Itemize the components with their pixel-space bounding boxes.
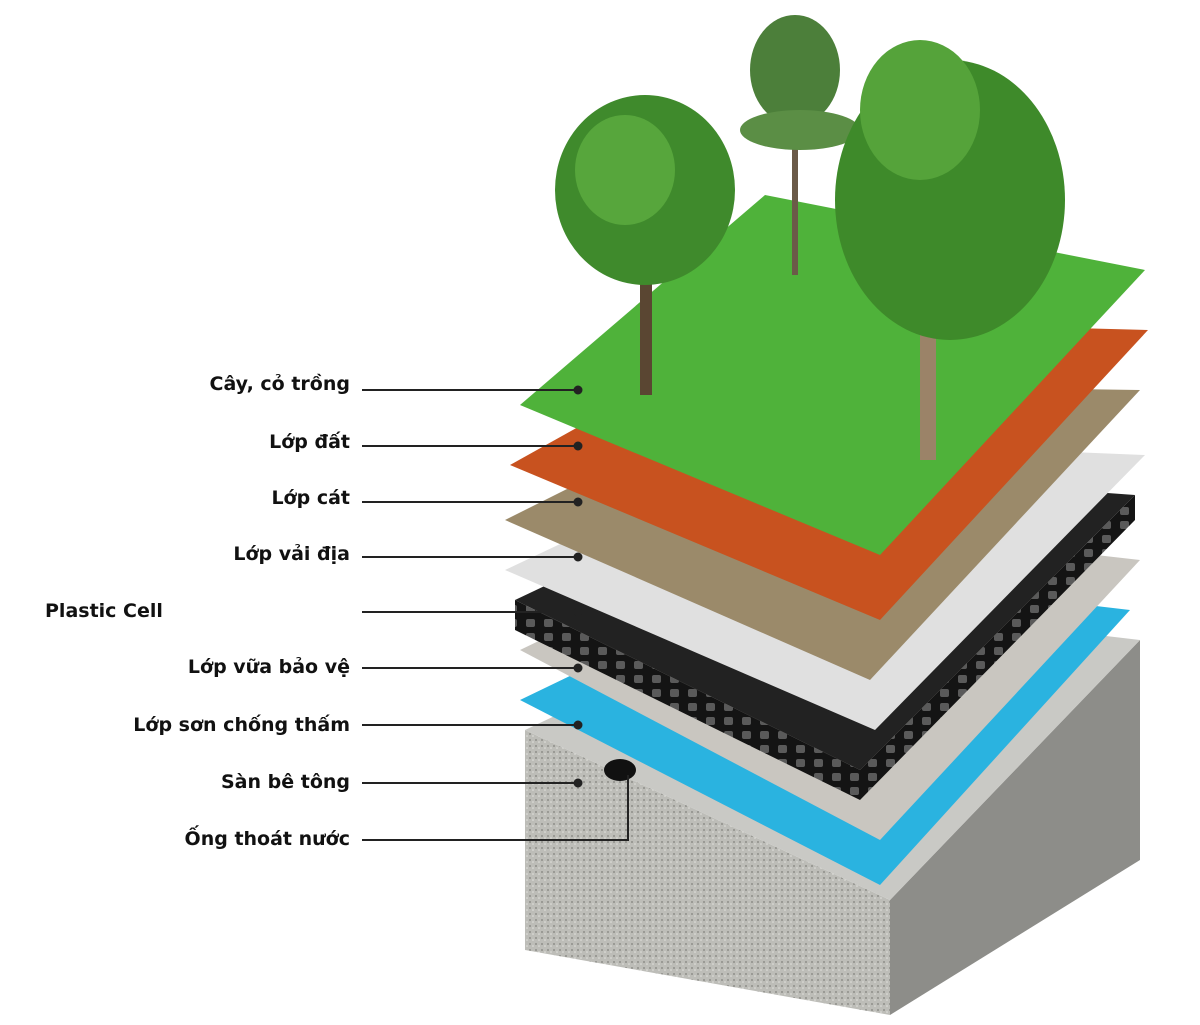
label-drain-pipe: Ống thoát nước <box>184 828 350 850</box>
tree-icon <box>835 40 1065 460</box>
label-plants: Cây, cỏ trồng <box>209 373 351 395</box>
label-geotextile: Lớp vải địa <box>233 543 350 565</box>
label-waterproofing: Lớp sơn chống thấm <box>133 714 350 736</box>
label-plastic-cell: Plastic Cell <box>45 600 163 622</box>
leader-lines <box>362 385 629 841</box>
label-mortar: Lớp vữa bảo vệ <box>187 656 350 678</box>
drain-pipe-icon <box>604 759 636 781</box>
label-sand: Lớp cát <box>271 487 350 509</box>
tree-icon <box>740 15 860 275</box>
tree-icon <box>555 95 735 395</box>
label-soil: Lớp đất <box>269 431 350 453</box>
label-concrete: Sàn bê tông <box>220 771 350 793</box>
